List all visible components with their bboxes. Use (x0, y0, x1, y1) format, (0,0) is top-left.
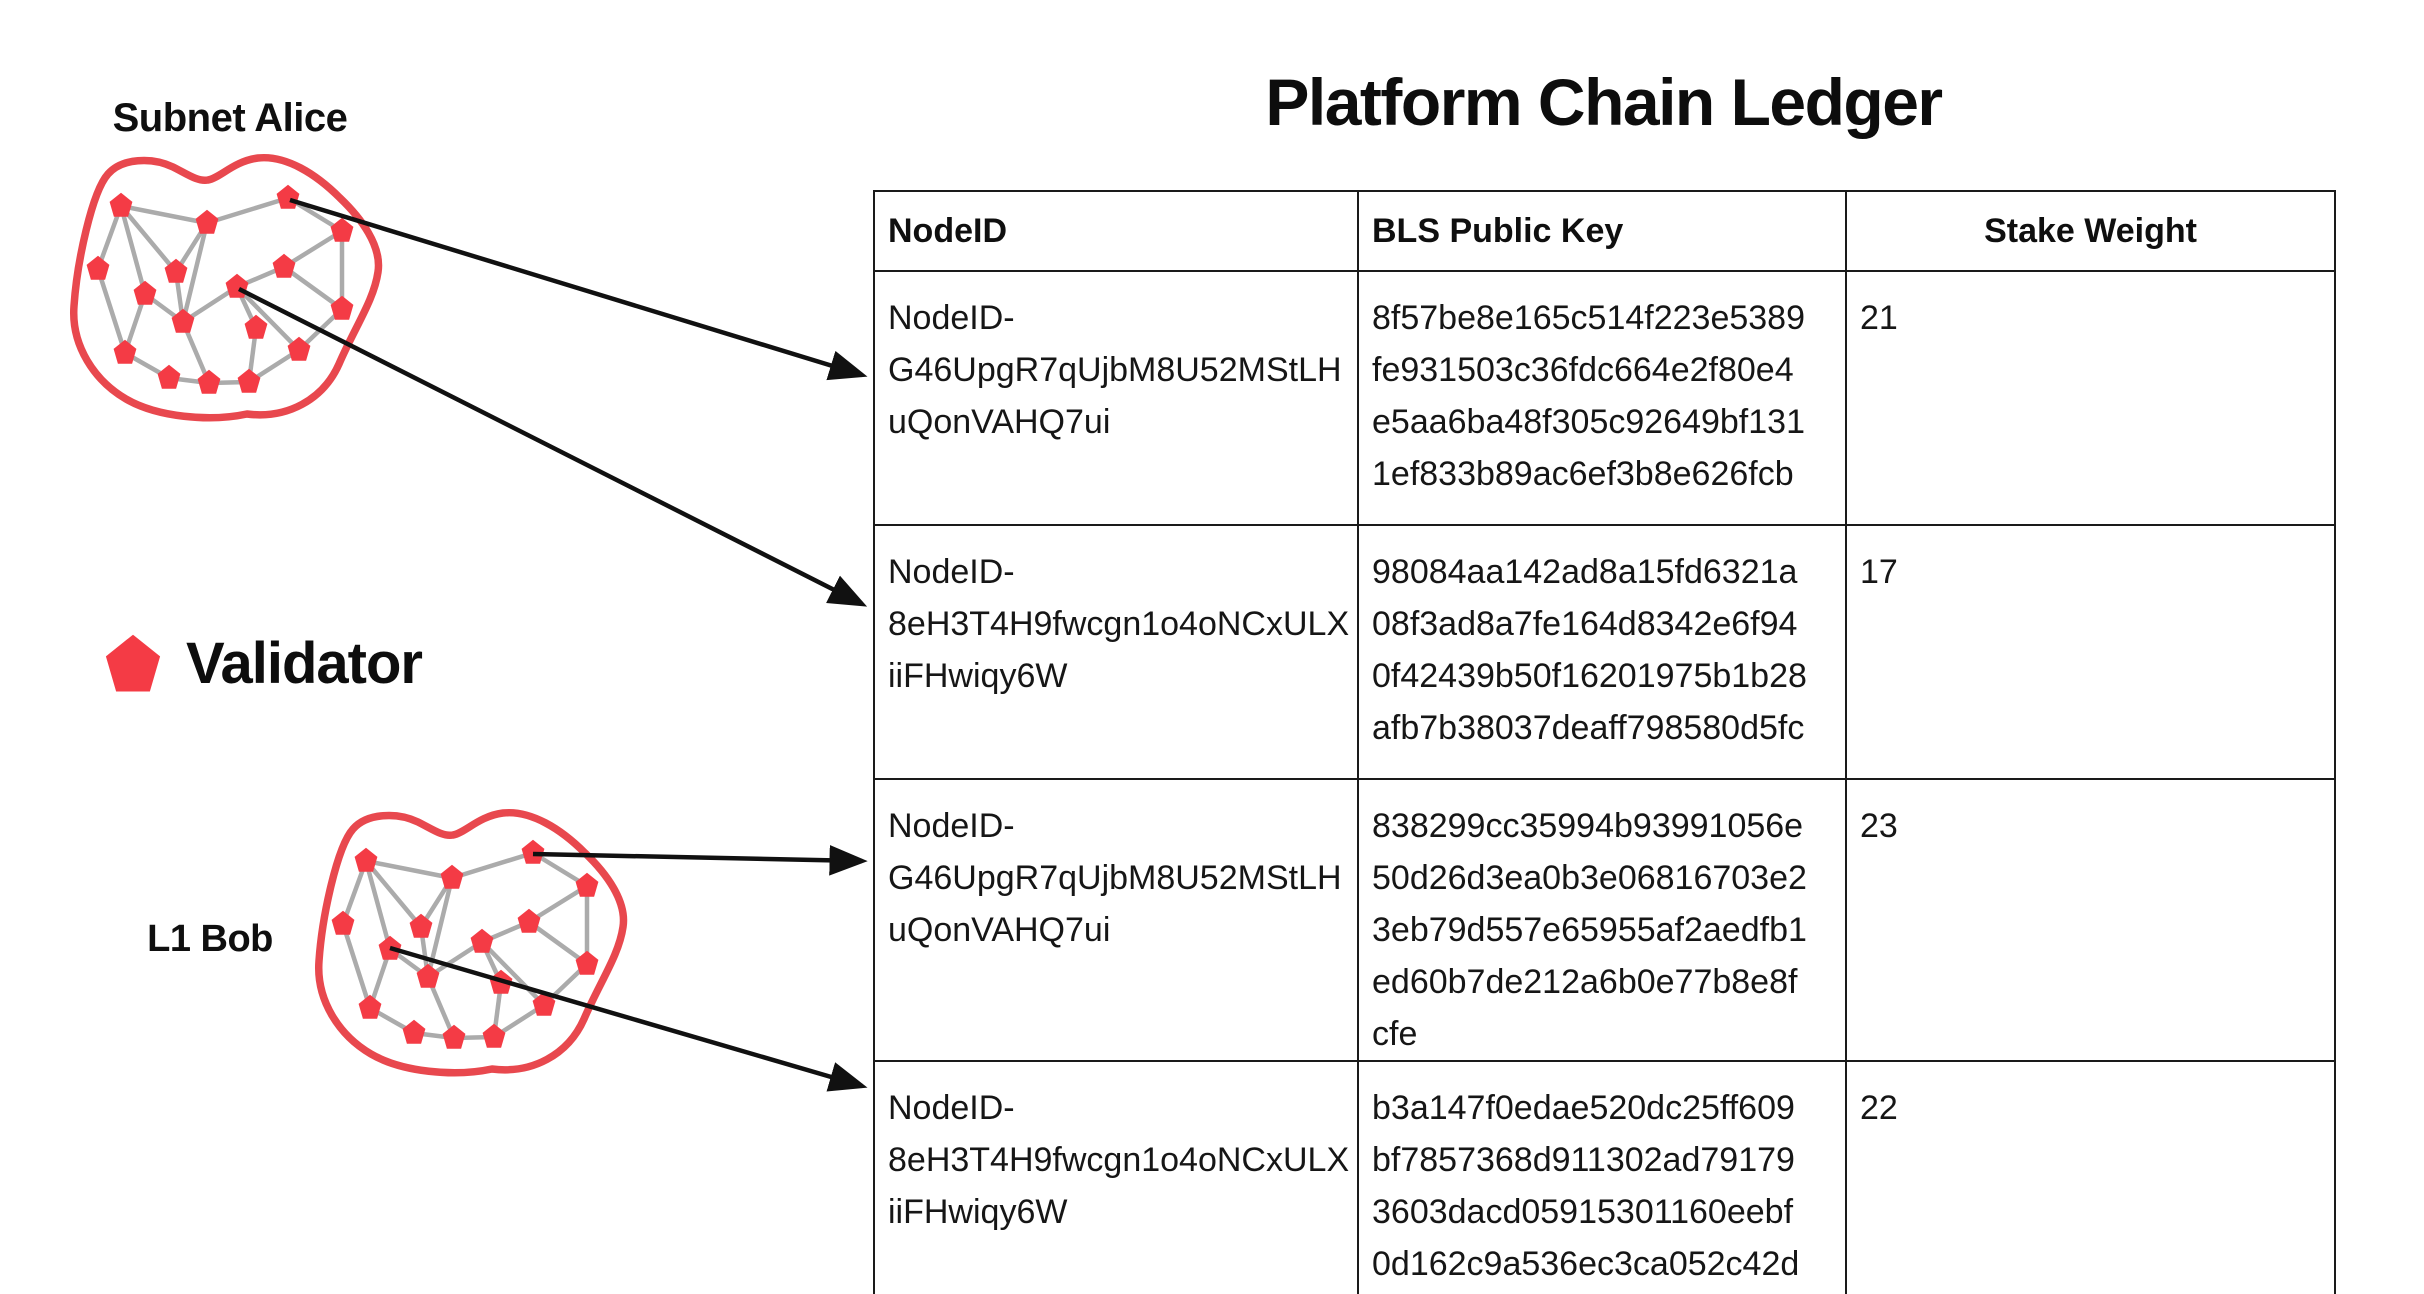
l1-bob-network (305, 805, 645, 1095)
cell-stake-weight: 21 (1845, 270, 2336, 526)
subnet-alice-label: Subnet Alice (112, 96, 348, 140)
cell-bls-public-key: 98084aa142ad8a15fd6321a08f3ad8a7fe164d83… (1357, 524, 1847, 780)
table-header-row: NodeID BLS Public Key Stake Weight (873, 190, 2336, 272)
table-row: NodeID-G46UpgR7qUjbM8U52MStLHuQonVAHQ7ui… (873, 270, 2336, 526)
validator-legend-label: Validator (186, 631, 423, 696)
validator-legend: Validator (102, 630, 423, 697)
cell-bls-public-key: b3a147f0edae520dc25ff609bf7857368d911302… (1357, 1060, 1847, 1294)
cell-stake-weight: 23 (1845, 778, 2336, 1062)
cell-nodeid: NodeID-8eH3T4H9fwcgn1o4oNCxULXiiFHwiqy6W (873, 1060, 1359, 1294)
table-row: NodeID-G46UpgR7qUjbM8U52MStLHuQonVAHQ7ui… (873, 778, 2336, 1062)
col-header-stake-weight: Stake Weight (1845, 190, 2336, 272)
cell-stake-weight: 17 (1845, 524, 2336, 780)
col-header-nodeid: NodeID (873, 190, 1359, 272)
cell-bls-public-key: 8f57be8e165c514f223e5389fe931503c36fdc66… (1357, 270, 1847, 526)
validator-pentagon-icon (105, 634, 161, 691)
cell-nodeid: NodeID-G46UpgR7qUjbM8U52MStLHuQonVAHQ7ui (873, 778, 1359, 1062)
table-row: NodeID-8eH3T4H9fwcgn1o4oNCxULXiiFHwiqy6W… (873, 1060, 2336, 1294)
cell-nodeid: NodeID-8eH3T4H9fwcgn1o4oNCxULXiiFHwiqy6W (873, 524, 1359, 780)
platform-chain-ledger-table: NodeID BLS Public Key Stake Weight NodeI… (873, 190, 2336, 1294)
cell-bls-public-key: 838299cc35994b93991056e50d26d3ea0b3e0681… (1357, 778, 1847, 1062)
col-header-bls-public-key: BLS Public Key (1357, 190, 1847, 272)
cell-stake-weight: 22 (1845, 1060, 2336, 1294)
page-title: Platform Chain Ledger (1265, 65, 1943, 139)
cell-nodeid: NodeID-G46UpgR7qUjbM8U52MStLHuQonVAHQ7ui (873, 270, 1359, 526)
table-row: NodeID-8eH3T4H9fwcgn1o4oNCxULXiiFHwiqy6W… (873, 524, 2336, 780)
subnet-alice-network (60, 150, 400, 440)
l1-bob-label: L1 Bob (147, 918, 273, 960)
